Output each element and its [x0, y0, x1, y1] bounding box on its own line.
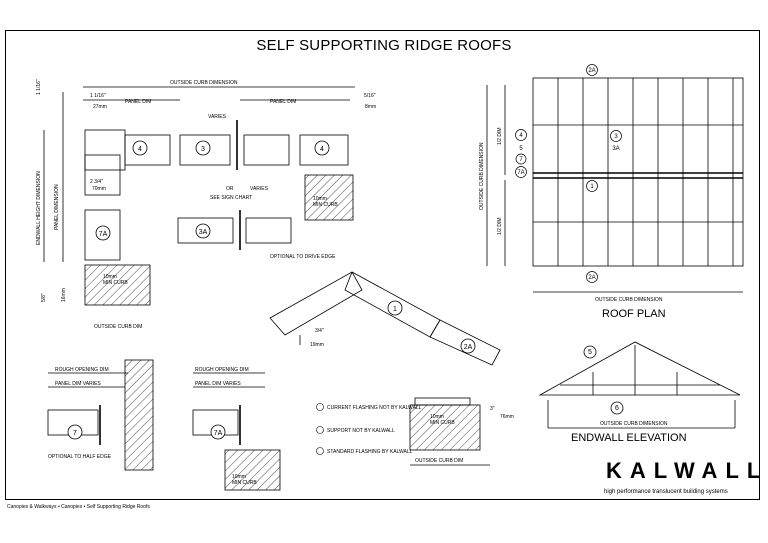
svg-text:OPTIONAL TO DRIVE EDGE: OPTIONAL TO DRIVE EDGE [270, 254, 336, 260]
svg-text:5: 5 [588, 349, 592, 356]
legend-notes: CURRENT FLASHING NOT BY KALWALL SUPPORT … [316, 403, 422, 455]
svg-text:ENDWALL HEIGHT DIMENSION: ENDWALL HEIGHT DIMENSION [36, 171, 42, 245]
detail-eave-text: 10mm MIN CURB OUTSIDE CURB DIM 3" 76mm [415, 406, 514, 464]
svg-text:2A: 2A [588, 68, 595, 74]
svg-text:8mm: 8mm [365, 104, 376, 110]
svg-text:MIN CURB: MIN CURB [430, 420, 455, 426]
svg-text:6: 6 [615, 405, 619, 412]
svg-text:SUPPORT NOT BY KALWALL: SUPPORT NOT BY KALWALL [327, 428, 395, 434]
detail-bottom-7-text: ROUGH OPENING DIM PANEL DIM VARIES OPTIO… [48, 367, 112, 460]
svg-text:VARIES: VARIES [208, 114, 227, 120]
svg-text:MIN CURB: MIN CURB [103, 280, 128, 286]
page-title: SELF SUPPORTING RIDGE ROOFS [256, 37, 512, 54]
svg-text:CURRENT FLASHING NOT BY KALWAL: CURRENT FLASHING NOT BY KALWALL [327, 405, 422, 411]
svg-text:VARIES: VARIES [250, 186, 269, 192]
svg-text:OUTSIDE CURB DIM: OUTSIDE CURB DIM [94, 324, 142, 330]
drawing-sheet-border [5, 30, 760, 500]
brand-logo: KALWALL® [606, 458, 768, 483]
roof-plan-text: OUTSIDE CURB DIMENSION OUTSIDE CURB DIME… [479, 127, 663, 303]
brand-tagline: high performance translucent building sy… [604, 489, 728, 495]
svg-text:10mm: 10mm [313, 196, 327, 202]
svg-text:27mm: 27mm [93, 104, 107, 110]
endwall-elevation-drawing [538, 341, 741, 429]
svg-text:OR: OR [226, 186, 234, 192]
svg-text:1 1/16": 1 1/16" [90, 93, 106, 99]
footer-breadcrumb: Canopies & Walkways • Canopies • Self Su… [7, 504, 150, 510]
ridge-text: 3/4" 19mm [310, 328, 324, 348]
svg-text:1: 1 [590, 184, 594, 190]
svg-text:3/4": 3/4" [315, 328, 324, 334]
svg-text:OUTSIDE CURB DIMENSION: OUTSIDE CURB DIMENSION [595, 297, 663, 303]
svg-text:1/2 DIM: 1/2 DIM [497, 127, 503, 145]
svg-text:MIN CURB: MIN CURB [313, 202, 338, 208]
svg-text:ROUGH OPENING DIM: ROUGH OPENING DIM [195, 367, 249, 373]
svg-text:MIN CURB: MIN CURB [232, 480, 257, 486]
svg-text:70mm: 70mm [92, 186, 106, 192]
detail-bottom-7 [47, 359, 154, 471]
svg-text:7: 7 [73, 430, 77, 437]
svg-text:19mm: 19mm [310, 342, 324, 348]
svg-text:7: 7 [519, 157, 523, 163]
svg-text:PANEL DIMENSION: PANEL DIMENSION [54, 184, 60, 230]
svg-text:OUTSIDE CURB DIM: OUTSIDE CURB DIM [415, 458, 463, 464]
svg-text:10mm: 10mm [232, 474, 246, 480]
detail-bottom-eave [409, 397, 490, 466]
svg-text:10mm: 10mm [430, 414, 444, 420]
detail-bottom-7a [192, 372, 281, 491]
svg-text:ROUGH OPENING DIM: ROUGH OPENING DIM [55, 367, 109, 373]
svg-text:5: 5 [519, 146, 523, 152]
svg-text:1/2 DIM: 1/2 DIM [497, 217, 503, 235]
svg-text:4: 4 [138, 146, 142, 153]
svg-text:PANEL DIM VARIES: PANEL DIM VARIES [55, 381, 101, 387]
svg-text:OUTSIDE CURB DIMENSION: OUTSIDE CURB DIMENSION [479, 142, 485, 210]
roof-plan-drawing [486, 77, 744, 293]
callouts-top-left: 4 3 4 7A 3A [95, 140, 330, 241]
svg-text:5/16": 5/16" [364, 93, 376, 99]
endwall-callouts: 5 6 [583, 345, 624, 415]
detail-bottom-7a-text: ROUGH OPENING DIM PANEL DIM VARIES 10mm … [195, 367, 257, 486]
svg-text:1: 1 [393, 306, 397, 313]
detail-top-left [43, 86, 355, 306]
svg-text:3": 3" [490, 406, 495, 412]
ridge-callouts: 1 2A [387, 300, 476, 354]
svg-text:SEE SIGN CHART: SEE SIGN CHART [210, 195, 252, 201]
svg-text:OUTSIDE CURB DIMENSION: OUTSIDE CURB DIMENSION [600, 421, 668, 427]
detail-7-callout: 7 [67, 424, 83, 440]
svg-text:PANEL DIM VARIES: PANEL DIM VARIES [195, 381, 241, 387]
svg-text:1 1/16": 1 1/16" [36, 79, 42, 95]
svg-text:3: 3 [201, 146, 205, 153]
svg-text:4: 4 [320, 146, 324, 153]
endwall-elevation-label: ENDWALL ELEVATION [571, 432, 687, 444]
ridge-section-drawing [269, 271, 501, 366]
svg-text:2 3/4": 2 3/4" [90, 179, 103, 185]
detail-top-left-text: OUTSIDE CURB DIMENSION PANEL DIM PANEL D… [36, 79, 376, 330]
svg-text:10mm: 10mm [103, 274, 117, 280]
detail-7a-callout: 7A [210, 424, 226, 440]
svg-text:5/8": 5/8" [41, 293, 47, 302]
roof-plan-label: ROOF PLAN [602, 308, 666, 320]
svg-text:7A: 7A [517, 170, 524, 176]
svg-text:76mm: 76mm [500, 414, 514, 420]
svg-text:STANDARD FLASHING BY KALWALL: STANDARD FLASHING BY KALWALL [327, 449, 413, 455]
svg-text:16mm: 16mm [61, 288, 67, 302]
svg-text:2A: 2A [588, 275, 595, 281]
svg-text:4: 4 [519, 133, 523, 139]
svg-text:2A: 2A [464, 344, 473, 351]
dim-outside-curb: OUTSIDE CURB DIMENSION [170, 80, 238, 86]
svg-text:3: 3 [614, 134, 618, 140]
svg-text:3A: 3A [199, 229, 208, 236]
svg-text:OPTIONAL TO HALF EDGE: OPTIONAL TO HALF EDGE [48, 454, 112, 460]
svg-text:7A: 7A [99, 231, 108, 238]
svg-text:7A: 7A [214, 430, 223, 437]
svg-text:PANEL DIM: PANEL DIM [125, 99, 151, 105]
svg-text:3A: 3A [612, 146, 619, 152]
roof-plan-callouts: 2A 4 5 7 7A 3 3A 1 2A [515, 64, 622, 283]
svg-text:PANEL DIM: PANEL DIM [270, 99, 296, 105]
